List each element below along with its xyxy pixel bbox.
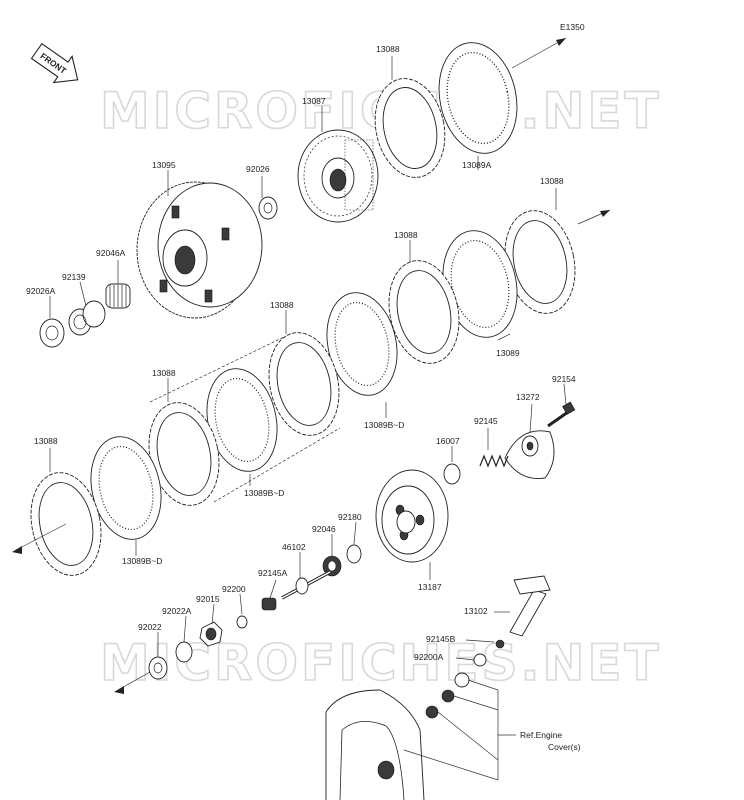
label-13088-far: 13088 [34,436,58,446]
nut-92015 [199,621,223,647]
ref-engine-label: Ref.Engine [520,730,562,740]
bolt-92154 [547,401,576,428]
steel-plate-13089BD-3 [90,436,162,540]
washer-92200A [473,653,487,667]
label-13088-left: 13088 [152,368,176,378]
washer-92200 [236,615,248,629]
label-13089BD-2: 13089B~D [244,488,284,498]
washer-92026A [39,318,65,348]
friction-plate-13088-right [504,210,576,314]
spring-92145 [479,454,509,468]
label-13089BD-1: 13089B~D [364,420,404,430]
engine-cover-ref [325,672,470,800]
clutch-housing-13095 [136,181,263,319]
label-13187: 13187 [418,582,442,592]
label-92046A: 92046A [96,248,126,258]
circlip-16007 [443,463,461,485]
lifter-plate-13272 [504,430,555,480]
friction-plate-13088-mid [388,260,460,364]
label-13089: 13089 [496,348,520,358]
label-13089A: 13089A [462,160,492,170]
label-13088-center: 13088 [270,300,294,310]
label-92022: 92022 [138,622,162,632]
label-13095: 13095 [152,160,176,170]
label-92180: 92180 [338,512,362,522]
release-lever-13102 [509,575,551,637]
front-arrow-icon: FRONT [30,42,79,84]
label-92022A: 92022A [162,606,192,616]
ref-cover-label: Cover(s) [548,742,581,752]
steel-plate-13089 [442,230,518,338]
label-13272: 13272 [516,392,540,402]
label-92145: 92145 [474,416,498,426]
spring-92145B [495,639,505,649]
label-92154: 92154 [552,374,576,384]
section-code: E1350 [560,22,585,32]
washer-92022 [148,656,168,680]
label-92015: 92015 [196,594,220,604]
washer-92022A [175,641,193,663]
friction-plate-13088-center [268,332,340,436]
label-92026A: 92026A [26,286,56,296]
push-rod-46102 [281,570,331,600]
label-13087: 13087 [302,96,326,106]
washer-92180 [346,544,362,564]
label-16007: 16007 [436,436,460,446]
friction-plate-13088-left [148,402,220,506]
label-92200A: 92200A [414,652,444,662]
needle-bearing-92046A [105,283,131,309]
label-13088-mid: 13088 [394,230,418,240]
label-92026: 92026 [246,164,270,174]
sleeve-92139 [68,300,106,336]
label-13088-right: 13088 [540,176,564,186]
pressure-plate-13187 [375,469,449,563]
label-46102: 46102 [282,542,306,552]
friction-plate-13088-top [374,78,446,178]
steel-plate-13089A [438,42,518,154]
bearing-92046 [322,555,342,577]
spring-92145A [261,597,277,611]
label-13089BD-3: 13089B~D [122,556,162,566]
label-13102: 13102 [464,606,488,616]
label-92145A: 92145A [258,568,288,578]
watermark-bottom: MICROFICHES.NET [100,634,662,692]
steel-plate-13089BD-1 [326,292,398,396]
clutch-outer-hub-13087 [297,129,379,223]
label-92145B: 92145B [426,634,456,644]
washer-92026 [258,196,278,220]
label-92046: 92046 [312,524,336,534]
label-92139: 92139 [62,272,86,282]
label-92200: 92200 [222,584,246,594]
label-13088-top: 13088 [376,44,400,54]
